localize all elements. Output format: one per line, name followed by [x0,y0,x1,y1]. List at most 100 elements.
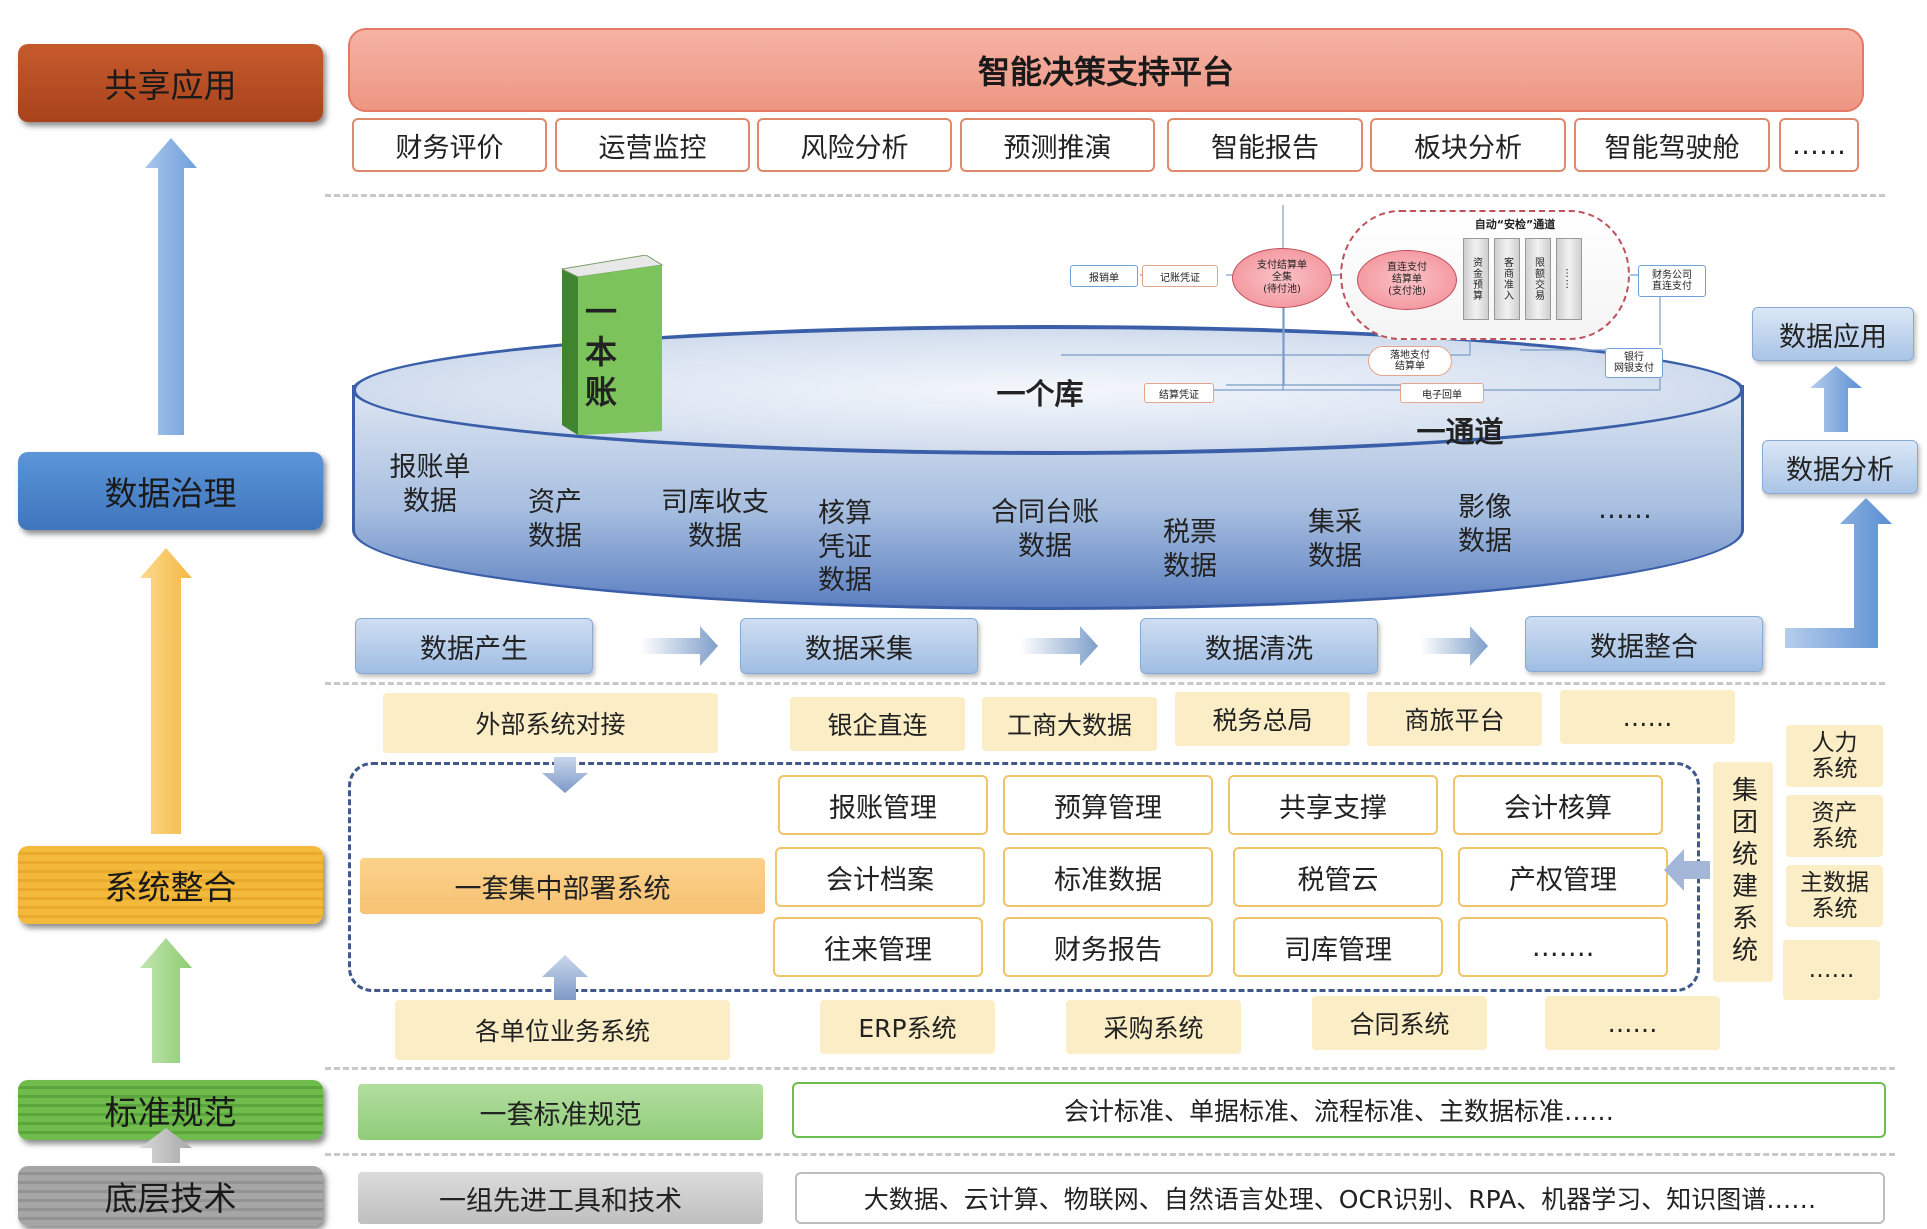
module-claim: 报账管理 [778,775,988,835]
central-arrows [542,757,588,1001]
node-voucher: 记账凭证 [1142,265,1218,287]
arrow-up-green [140,938,192,1063]
external-title: 外部系统对接 [383,693,718,753]
check-budget: 资金预算 [1463,238,1489,320]
module-budget: 预算管理 [1003,775,1213,835]
flow-clean: 数据清洗 [1140,618,1378,674]
left-arrows [140,138,197,1163]
right-arrows [1785,366,1892,648]
node-bank: 银行 网银支付 [1605,348,1663,378]
tier-standard-label: 标准规范 [18,1080,323,1140]
app-smart-report: 智能报告 [1167,118,1363,172]
category-image-data: 影像 数据 [1458,492,1512,557]
standards-title: 一套标准规范 [358,1084,763,1140]
check-more: …… [1556,238,1582,320]
central-title: 一套集中部署系统 [360,858,765,914]
external-business-data: 工商大数据 [982,697,1157,751]
external-travel: 商旅平台 [1367,692,1542,746]
flow-generate: 数据产生 [355,618,593,674]
node-settle-pool: 支付结算单 全集 (待付池) [1232,248,1332,308]
data-analysis: 数据分析 [1762,440,1918,494]
arrow-up-gray [140,1128,192,1163]
unit-contract: 合同系统 [1312,996,1487,1050]
check-vendor: 客商准入 [1494,238,1520,320]
node-claim: 报销单 [1070,265,1138,287]
separator-3 [325,1067,1895,1070]
arrow-up-units [542,955,588,1001]
tier-integration-label: 系统整合 [18,846,323,924]
module-financial-report: 财务报告 [1003,917,1213,977]
arrow-left-group [1664,849,1710,891]
arrow-up-blue [145,138,197,435]
unit-procurement: 采购系统 [1066,1000,1241,1054]
group-arrow [1664,849,1710,891]
group-asset: 资产 系统 [1786,795,1883,857]
node-finance-company: 财务公司 直连支付 [1638,265,1706,297]
category-tax-data: 税票 数据 [1163,517,1217,582]
node-settle-voucher: 结算凭证 [1144,383,1214,403]
library-label: 一个库 [996,377,1084,411]
category-claim-data: 报账单 数据 [389,452,471,517]
module-shared-support: 共享支撑 [1228,775,1438,835]
module-property-rights: 产权管理 [1458,847,1668,907]
separator-1 [325,194,1885,197]
flow-arrows [640,626,1488,666]
check-limit: 限额交易 [1525,238,1551,320]
group-master-data: 主数据 系统 [1786,865,1883,927]
separator-4 [325,1153,1895,1156]
app-operations-monitor: 运营监控 [555,118,750,172]
platform-title: 智能决策支持平台 [348,28,1864,112]
node-offline: 落地支付 结算单 [1368,346,1452,376]
separator-2 [325,682,1885,685]
node-direct-pool: 直连支付 结算单 (支付池) [1357,250,1457,310]
flow-arrow-1 [640,626,718,666]
external-tax-bureau: 税务总局 [1175,692,1350,746]
category-procurement-data: 集采 数据 [1308,507,1362,572]
arrow-elbow-up [1785,498,1892,648]
flow-arrow-2 [1020,626,1098,666]
tier-base-label: 底层技术 [18,1166,323,1226]
category-asset-data: 资产 数据 [528,487,582,552]
app-finance-evaluation: 财务评价 [352,118,547,172]
tech-title: 一组先进工具和技术 [358,1172,763,1224]
node-receipt: 电子回单 [1400,383,1484,403]
tier-share-label: 共享应用 [18,44,323,122]
group-more: …… [1783,940,1880,1000]
data-application: 数据应用 [1752,307,1914,361]
category-treasury-data: 司库收支 数据 [661,487,769,552]
category-voucher-data: 核算 凭证 数据 [818,497,872,597]
flow-integrate: 数据整合 [1525,616,1763,672]
app-forecast: 预测推演 [960,118,1155,172]
app-more: …… [1779,118,1859,172]
category-more: …… [1598,494,1652,526]
channel-label: 一通道 [1416,415,1504,449]
book-icon: 一本账 [548,254,668,435]
arrow-down-external [542,757,588,793]
unit-erp: ERP系统 [820,1000,995,1054]
app-row: 财务评价 运营监控 风险分析 预测推演 智能报告 板块分析 智能驾驶舱 …… [352,118,1864,174]
tier-governance-label: 数据治理 [18,452,323,530]
arrow-up-analysis-to-app [1810,366,1862,432]
standards-detail: 会计标准、单据标准、流程标准、主数据标准…… [792,1082,1886,1138]
module-archive: 会计档案 [775,847,985,907]
module-receivables: 往来管理 [773,917,983,977]
flow-arrow-3 [1420,626,1488,666]
app-risk-analysis: 风险分析 [757,118,952,172]
module-treasury: 司库管理 [1233,917,1443,977]
tech-detail: 大数据、云计算、物联网、自然语言处理、OCR识别、RPA、机器学习、知识图谱…… [795,1172,1885,1224]
category-contract-data: 合同台账 数据 [991,497,1099,562]
module-tax-cloud: 税管云 [1233,847,1443,907]
arrow-up-yellow [140,548,192,834]
app-segment-analysis: 板块分析 [1370,118,1566,172]
app-cockpit: 智能驾驶舱 [1574,118,1770,172]
external-bank: 银企直连 [790,697,965,751]
module-standard-data: 标准数据 [1003,847,1213,907]
module-more: ……. [1458,917,1668,977]
group-hr: 人力 系统 [1786,725,1883,787]
book-label: 一本账 [580,295,618,415]
unit-more: …… [1545,996,1720,1050]
group-title: 集团统建系统 [1713,762,1773,982]
units-title: 各单位业务系统 [395,1000,730,1060]
module-accounting: 会计核算 [1453,775,1663,835]
external-more: …… [1560,690,1735,744]
